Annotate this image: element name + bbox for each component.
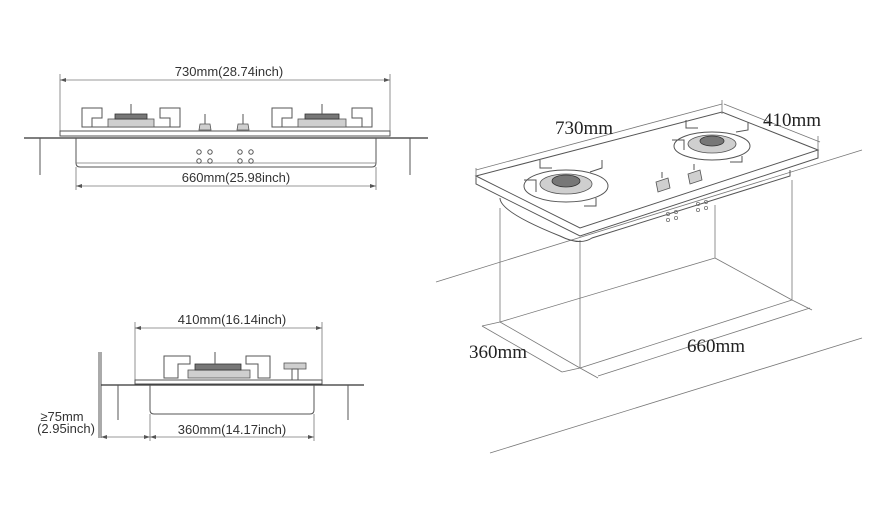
- side-burner: [163, 352, 271, 379]
- front-cutout-width-dimension: 660mm(25.98inch): [75, 167, 377, 190]
- side-cutout-depth-label: 360mm(14.17inch): [178, 422, 286, 437]
- front-overall-width-label: 730mm(28.74inch): [175, 64, 283, 79]
- iso-width-label: 730mm: [555, 118, 613, 139]
- iso-cutout-depth-dimension: 360mm: [469, 321, 581, 373]
- front-view: 730mm(28.74inch): [24, 64, 428, 190]
- iso-cutout-depth-label: 360mm: [469, 342, 527, 363]
- front-left-burner: [81, 104, 181, 128]
- iso-right-burner: [672, 120, 751, 163]
- iso-cutout-width-dimension: 660mm: [579, 299, 813, 379]
- front-cutout-width-label: 660mm(25.98inch): [182, 170, 290, 185]
- iso-view: 730mm 410mm 360mm 660mm: [435, 100, 863, 454]
- front-overall-width-dimension: 730mm(28.74inch): [59, 64, 391, 134]
- side-clearance-dimension: ≥75mm (2.95inch): [37, 409, 150, 439]
- side-view: 410mm(16.14inch): [37, 312, 364, 441]
- iso-cutout-width-label: 660mm: [687, 336, 745, 357]
- iso-cabinet: [499, 180, 793, 369]
- iso-width-dimension: 730mm: [475, 100, 723, 178]
- side-clearance-label-2: (2.95inch): [37, 421, 95, 436]
- iso-left-burner: [523, 160, 609, 207]
- side-cutout-depth-dimension: 360mm(14.17inch): [149, 414, 315, 441]
- front-right-burner: [271, 104, 373, 128]
- side-overall-depth-dimension: 410mm(16.14inch): [134, 312, 323, 382]
- side-knob: [283, 362, 307, 381]
- side-clearance-label-1: ≥75mm: [40, 409, 83, 424]
- front-knob-dots: [196, 149, 254, 164]
- side-overall-depth-label: 410mm(16.14inch): [178, 312, 286, 327]
- iso-glass-top: [474, 111, 820, 242]
- front-knobs: [198, 114, 250, 131]
- iso-depth-dimension: 410mm: [723, 103, 821, 150]
- iso-knobs: [655, 164, 709, 222]
- iso-depth-label: 410mm: [763, 110, 821, 131]
